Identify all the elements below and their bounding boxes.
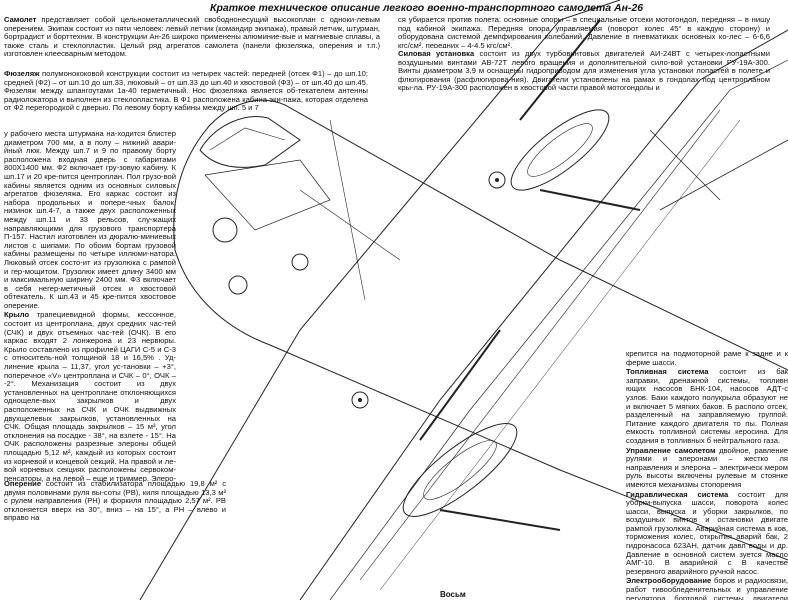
star-insignia-upper <box>488 171 506 189</box>
hydraulic-lead: Гидравлическая система <box>626 489 729 499</box>
tail-text: состоит из стабилизатора площадью 19,8 м… <box>4 480 226 523</box>
fuselage-outline-right <box>174 249 788 561</box>
fuselage-paragraph-top: Фюзеляж полумонококовой конструкции сост… <box>4 70 368 132</box>
systems-column: крепится на подмоторной раме к задне и к… <box>626 350 788 600</box>
powerplant-lead: Силовая установка <box>398 50 475 58</box>
powerplant-text: состоит из двух турбовинтовых двигателей… <box>398 50 770 93</box>
bottom-cut-label: Восьм <box>440 590 466 599</box>
wing-text: трапециевидной формы, кессонное, состоит… <box>4 310 176 482</box>
gear-text: ся убирается против полета: основные опо… <box>398 16 770 48</box>
wing-lead: Крыло <box>4 310 30 320</box>
fuel-text: состоит из бак заправки, дренажной систе… <box>626 367 788 445</box>
engine-nacelle-upper <box>510 109 610 191</box>
star-insignia-lower <box>351 391 369 409</box>
wing-leading-edge <box>139 0 621 600</box>
wing-trailing-edge <box>299 29 788 600</box>
tail-lead: Оперение <box>4 480 42 488</box>
fuselage-column: у рабочего места штурмана на-ходится бли… <box>4 130 176 482</box>
tail-paragraph: Оперение состоит из стабилизатора площад… <box>4 480 226 600</box>
intro-paragraph: Самолет представляет собой цельнометалли… <box>4 16 380 60</box>
fuselage-text-1: полумонококовой конструкции состоит из ч… <box>4 70 368 113</box>
intro-text: представляет собой цельнометаллический с… <box>4 16 380 59</box>
powerplant-paragraph: Силовая установка состоит из двух турбов… <box>398 50 770 142</box>
electric-lead: Электрооборудование <box>626 576 712 586</box>
page-title: Краткое техническое описание легкого вое… <box>210 2 644 14</box>
gear-paragraph: ся убирается против полета: основные опо… <box>398 16 770 48</box>
electric-text: боров и радиосвязи, работ тивообледените… <box>626 576 788 600</box>
fuselage-lead: Фюзеляж <box>4 70 40 78</box>
fuselage-outline-left <box>173 99 788 371</box>
mount-text: крепится на подмоторной раме к задне и к… <box>626 350 788 367</box>
hydraulic-text: состоит для уборки-выпуска шасси, поворо… <box>626 489 788 576</box>
fuselage-text-2: у рабочего места штурмана на-ходится бли… <box>4 130 176 310</box>
fuel-lead: Топливная система <box>626 367 709 377</box>
control-text: двойное, равление рулями и элеронами – ж… <box>626 445 788 489</box>
intro-lead: Самолет <box>4 16 37 24</box>
engine-nacelle-lower <box>402 423 518 517</box>
control-lead: Управление самолетом <box>626 445 716 455</box>
cockpit-glazing <box>199 116 301 168</box>
